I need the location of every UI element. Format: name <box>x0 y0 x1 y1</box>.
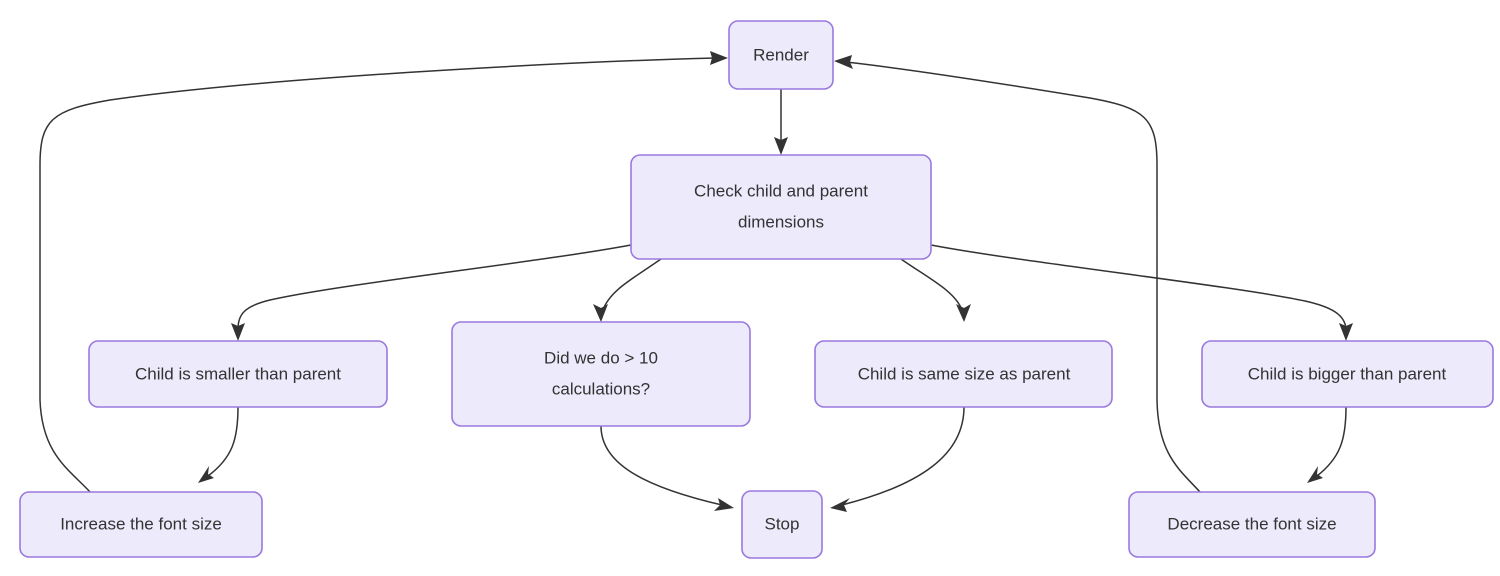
arrow-head-icon <box>830 498 850 512</box>
node-stop[interactable]: Stop <box>741 490 823 559</box>
node-render[interactable]: Render <box>728 20 834 90</box>
node-layer: Render Check child and parent dimensions… <box>19 20 1494 559</box>
edge-path <box>841 406 965 506</box>
edge-path <box>930 244 1347 330</box>
edge-check-to-calculations <box>593 258 662 322</box>
node-shape[interactable] <box>814 340 1113 408</box>
arrow-head-icon <box>956 304 971 322</box>
edge-check-to-same <box>900 258 971 322</box>
node-label-line-2: dimensions <box>738 212 824 231</box>
node-shape[interactable] <box>88 340 388 408</box>
arrow-head-icon <box>593 304 608 322</box>
node-child-is-bigger-than-parent[interactable]: Child is bigger than parent <box>1201 340 1494 408</box>
node-shape[interactable] <box>1201 340 1494 408</box>
node-shape[interactable] <box>1128 491 1376 558</box>
arrow-head-icon <box>834 55 853 69</box>
edge-path <box>39 57 717 493</box>
edge-bigger-to-decrease <box>1307 406 1347 483</box>
node-child-is-same-size-as-parent[interactable]: Child is same size as parent <box>814 340 1113 408</box>
edge-calculations-to-stop <box>600 425 734 511</box>
node-shape[interactable] <box>451 321 751 427</box>
node-shape[interactable] <box>728 20 834 90</box>
edge-path <box>237 244 632 330</box>
node-did-we-do-more-than-10-calculations[interactable]: Did we do > 10 calculations? <box>451 321 751 427</box>
arrow-head-icon <box>714 498 734 511</box>
node-shape[interactable] <box>630 154 932 260</box>
arrow-head-icon <box>710 51 728 65</box>
arrow-head-icon <box>198 466 214 483</box>
edge-same-to-stop <box>830 406 965 512</box>
edge-path <box>1316 406 1347 477</box>
node-label-line-1: Did we do > 10 <box>544 348 658 367</box>
arrow-head-icon <box>231 323 245 341</box>
edge-render-to-check <box>774 89 788 155</box>
node-label-line-2: calculations? <box>552 379 650 398</box>
node-label: Decrease the font size <box>1167 514 1336 533</box>
arrow-head-icon <box>1339 323 1353 341</box>
edge-path <box>845 61 1201 493</box>
node-shape[interactable] <box>19 491 263 558</box>
node-label-line-1: Check child and parent <box>694 181 868 200</box>
node-increase-the-font-size[interactable]: Increase the font size <box>19 491 263 558</box>
node-label: Increase the font size <box>60 514 222 533</box>
node-decrease-the-font-size[interactable]: Decrease the font size <box>1128 491 1376 558</box>
edge-path <box>900 258 963 311</box>
edge-path <box>207 406 239 477</box>
node-child-is-smaller-than-parent[interactable]: Child is smaller than parent <box>88 340 388 408</box>
edge-layer <box>39 51 1353 512</box>
node-label: Child is same size as parent <box>858 364 1071 383</box>
edge-path <box>600 425 723 506</box>
node-label: Stop <box>765 514 800 533</box>
edge-increase-to-render <box>39 51 728 493</box>
node-label: Child is smaller than parent <box>135 364 341 383</box>
node-label: Render <box>753 45 809 64</box>
edge-path <box>602 258 662 311</box>
edge-smaller-to-increase <box>198 406 239 483</box>
node-check-child-and-parent-dimensions[interactable]: Check child and parent dimensions <box>630 154 932 260</box>
arrow-head-icon <box>774 137 788 155</box>
node-shape[interactable] <box>741 490 823 559</box>
arrow-head-icon <box>1307 466 1323 483</box>
edge-check-to-bigger <box>930 244 1353 341</box>
edge-check-to-smaller <box>231 244 632 341</box>
node-label: Child is bigger than parent <box>1248 364 1447 383</box>
edge-decrease-to-render <box>834 55 1201 493</box>
